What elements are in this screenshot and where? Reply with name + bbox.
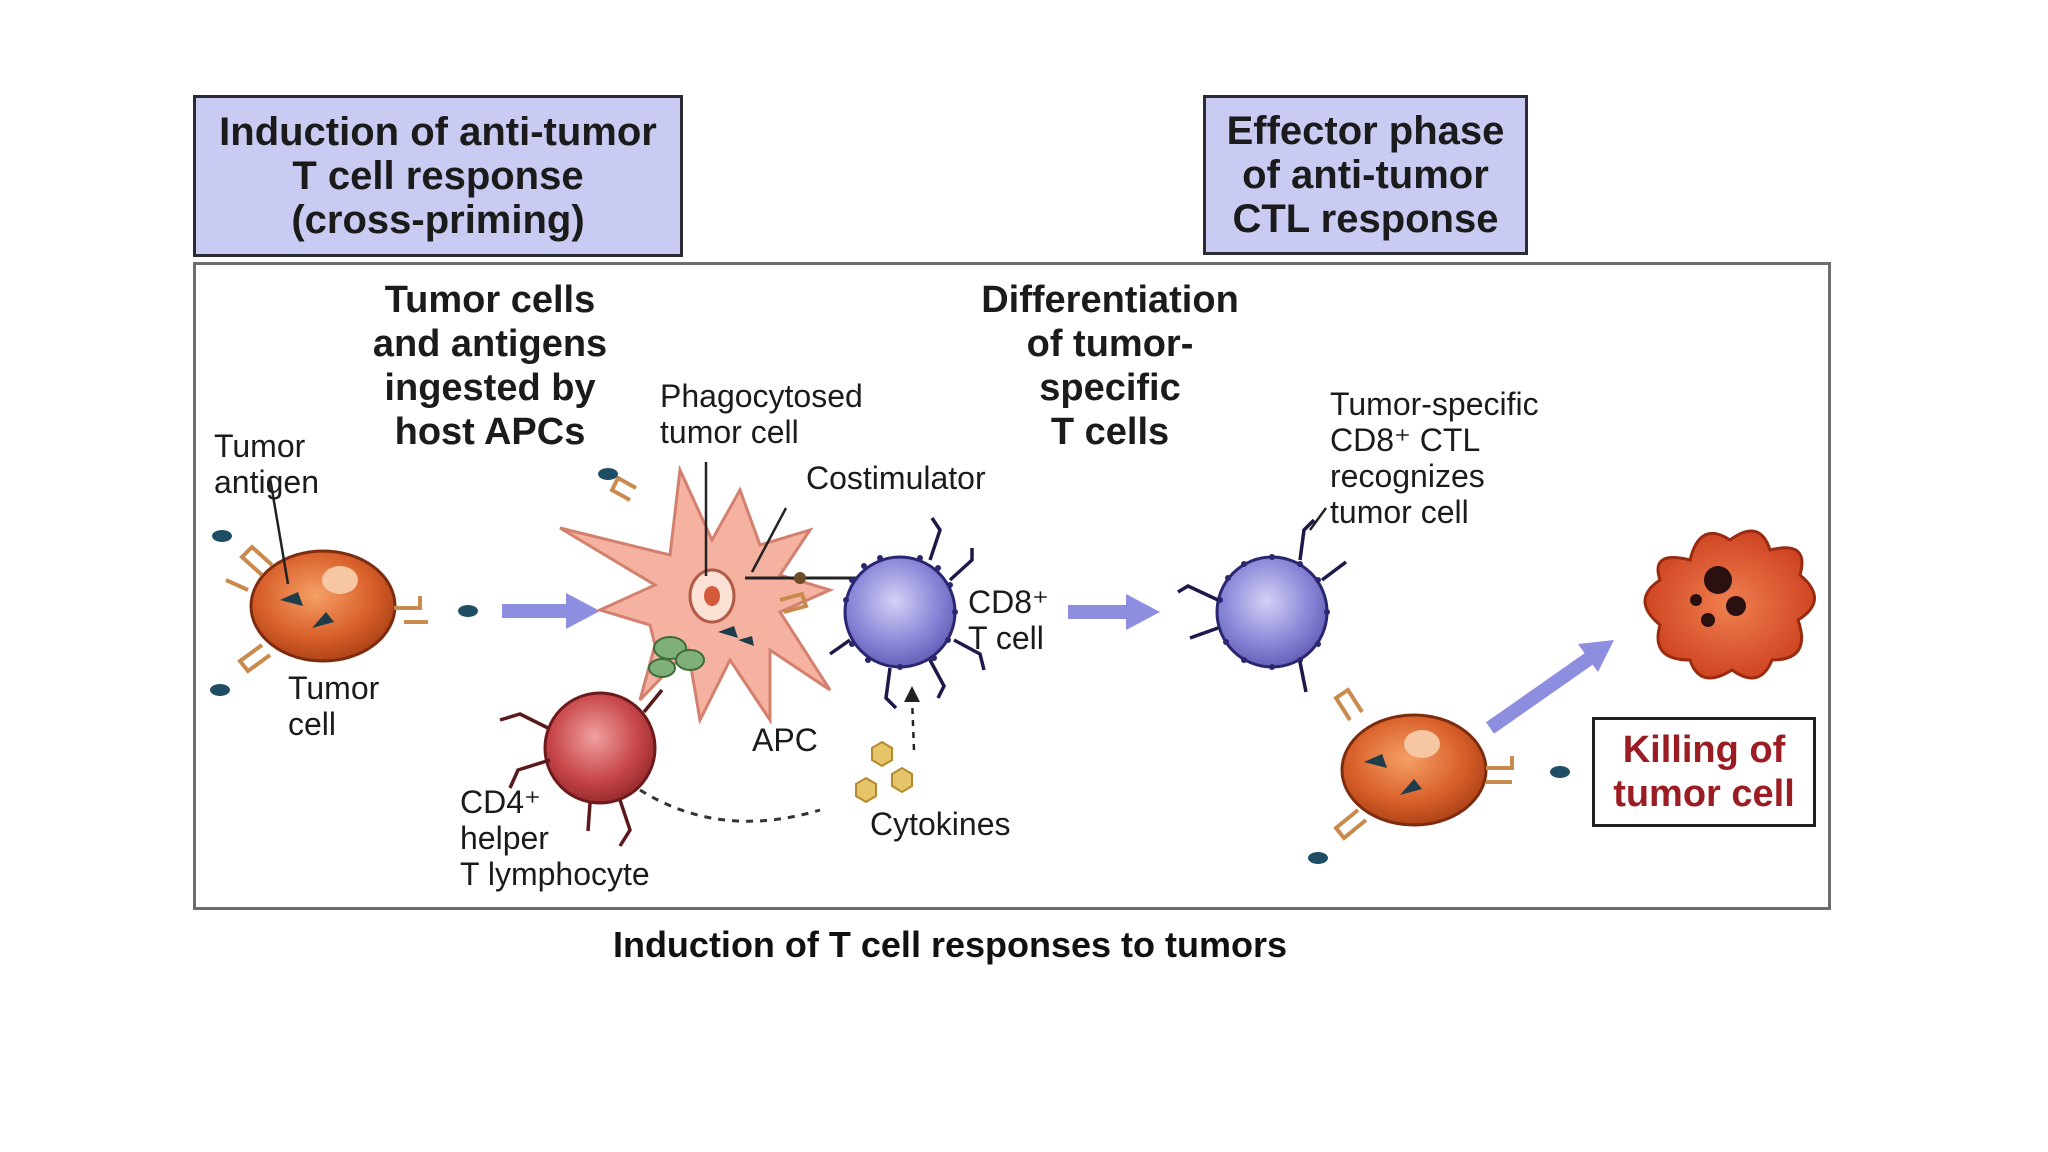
cd8-t-cell-label: CD8⁺ T cell xyxy=(968,584,1049,656)
apc-cell xyxy=(559,462,860,725)
effector-header-text: Effector phase of anti-tumor CTL respons… xyxy=(1226,109,1505,241)
dead-tumor-cell xyxy=(1643,529,1816,680)
costimulator-label: Costimulator xyxy=(806,460,986,496)
cd8-t-cell-middle xyxy=(828,517,986,751)
tumor-cell-left xyxy=(210,477,478,696)
ingested-heading: Tumor cells and antigens ingested by hos… xyxy=(372,279,608,453)
tumor-cell-right xyxy=(1308,687,1570,864)
cd8-ctl-right xyxy=(1177,507,1348,693)
tumor-antigen-label: Tumor antigen xyxy=(214,428,319,500)
effector-header-box: Effector phase of anti-tumor CTL respons… xyxy=(1203,95,1528,255)
arrow-to-apc xyxy=(502,593,600,629)
diagram-panel xyxy=(193,262,1831,910)
figure-caption: Induction of T cell responses to tumors xyxy=(612,924,1288,965)
killing-text: Killing of tumor cell xyxy=(1613,729,1795,815)
cytokines-label: Cytokines xyxy=(870,806,1011,842)
induction-header-text: Induction of anti-tumor T cell response … xyxy=(219,110,657,242)
ctl-recognizes-label: Tumor-specific CD8⁺ CTL recognizes tumor… xyxy=(1330,386,1539,530)
induction-header-box: Induction of anti-tumor T cell response … xyxy=(193,95,683,257)
cd4-helper-label: CD4⁺ helper T lymphocyte xyxy=(460,784,650,892)
killing-box: Killing of tumor cell xyxy=(1592,717,1816,827)
arrow-to-effector xyxy=(1068,594,1160,630)
cd4-helper-cell xyxy=(499,688,821,847)
apc-label: APC xyxy=(752,722,818,758)
tumor-cell-label: Tumor cell xyxy=(288,670,380,742)
phagocytosed-label: Phagocytosed tumor cell xyxy=(660,378,863,450)
arrow-to-killing xyxy=(1485,640,1614,734)
differentiation-heading: Differentiation of tumor- specific T cel… xyxy=(981,279,1239,453)
cytokines xyxy=(855,740,913,804)
